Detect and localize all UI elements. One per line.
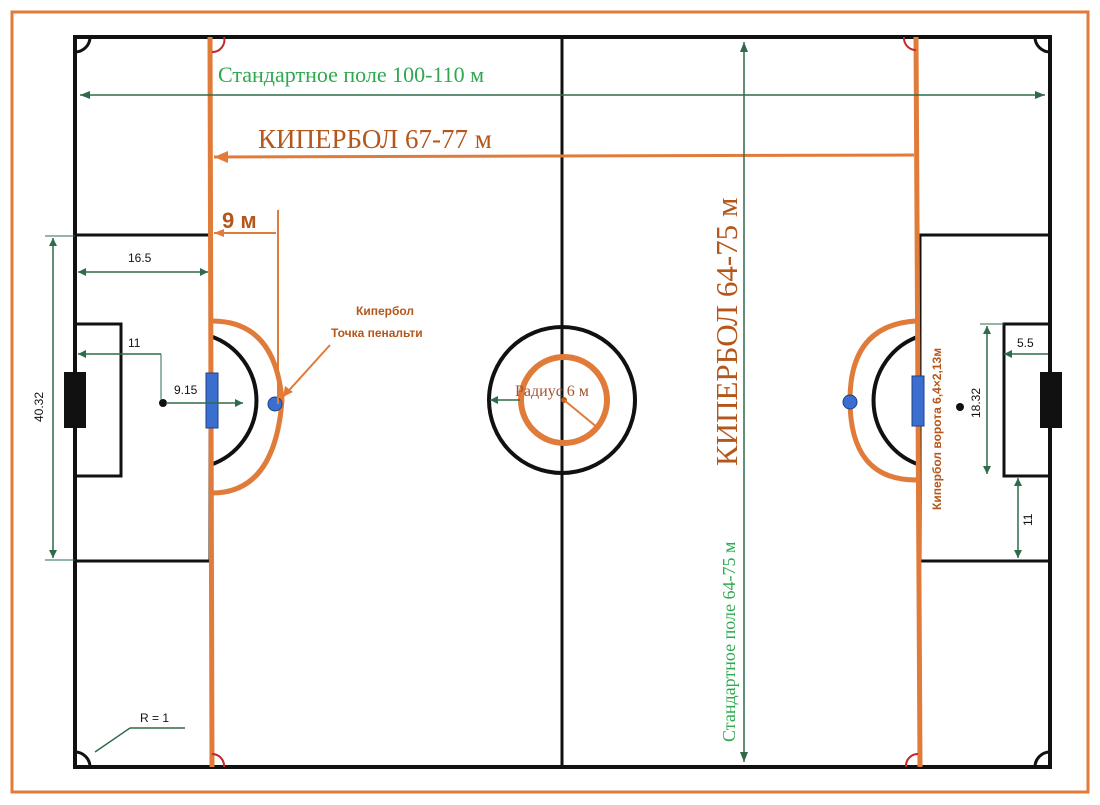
radius-line	[563, 399, 599, 429]
arrowhead	[740, 752, 748, 762]
left-standard-goal	[64, 372, 86, 428]
arrowhead	[200, 268, 208, 276]
corner-arc-tr	[1033, 36, 1051, 54]
arrowhead	[740, 42, 748, 52]
dim-16-5-label: 16.5	[128, 251, 152, 265]
right-standard-goal	[1040, 372, 1062, 428]
left-penalty-arc	[209, 334, 259, 467]
corner-arc-tl	[74, 36, 92, 54]
right-penalty-spot	[956, 403, 964, 411]
penalty-label-line2: Точка пенальти	[331, 326, 423, 340]
keeperball-corner-tl	[211, 36, 226, 54]
keeperball-length-label: КИПЕРБОЛ 67-77 м	[258, 124, 492, 154]
arrowhead	[1014, 478, 1022, 486]
keeperball-corner-tr	[902, 36, 917, 52]
dim-11-right-label: 11	[1021, 513, 1035, 526]
dim-11-top-label: 11	[128, 336, 141, 350]
penalty-pointer	[282, 344, 331, 398]
left-penalty-spot	[159, 399, 167, 407]
corner-r-leader	[94, 727, 131, 753]
standard-width-label: Стандартное поле 64-75 м	[719, 542, 739, 742]
arrowhead	[235, 399, 243, 407]
arrowhead	[214, 151, 228, 163]
arrowhead	[78, 350, 86, 358]
arrowhead	[214, 229, 224, 237]
arrowhead	[49, 550, 57, 558]
arrowhead	[1004, 350, 1012, 358]
right-penalty-arc	[871, 334, 921, 467]
arrowhead	[80, 91, 90, 99]
keeperball-left-penalty-point	[267, 396, 283, 412]
dim-40-32-label: 40.32	[32, 392, 46, 422]
keeperball-goal-label: Кипербол ворота 6,4×2,13м	[930, 348, 944, 510]
standard-length-label: Стандартное поле 100-110 м	[218, 62, 484, 87]
radius-label: Радиус 6 м	[515, 383, 589, 400]
keeperball-corner-bl	[211, 752, 226, 768]
arrowhead	[983, 466, 991, 474]
nine-m-label: 9 м	[222, 208, 257, 233]
keeperball-length-dim	[213, 153, 915, 159]
corner-arc-br	[1033, 750, 1051, 768]
keeperball-center-circle	[518, 354, 610, 446]
arrowhead	[983, 326, 991, 334]
arrowhead	[49, 238, 57, 246]
keeperball-width-label: КИПЕРБОЛ 64-75 м	[709, 197, 744, 466]
center-circle	[487, 325, 637, 475]
keeperball-left-d	[211, 318, 285, 496]
keeperball-right-penalty-point	[842, 394, 858, 410]
center-dim-arrowhead	[490, 396, 498, 404]
penalty-label-line1: Кипербол	[356, 304, 414, 318]
keeperball-right-goal	[911, 375, 925, 427]
arrowhead	[78, 268, 86, 276]
arrowhead	[1035, 91, 1045, 99]
dim-18-32-label: 18.32	[969, 388, 983, 418]
penalty-pointer-arrowhead	[283, 386, 293, 397]
corner-arc-bl	[74, 750, 92, 768]
dim-9-15-label: 9.15	[174, 383, 198, 397]
dim-5-5-label: 5.5	[1017, 336, 1034, 350]
outer-frame	[10, 10, 1090, 794]
keeperball-left-goal	[205, 372, 219, 429]
arrowhead	[1014, 550, 1022, 558]
corner-r-label: R = 1	[140, 711, 169, 725]
keeperball-corner-br	[904, 752, 919, 768]
